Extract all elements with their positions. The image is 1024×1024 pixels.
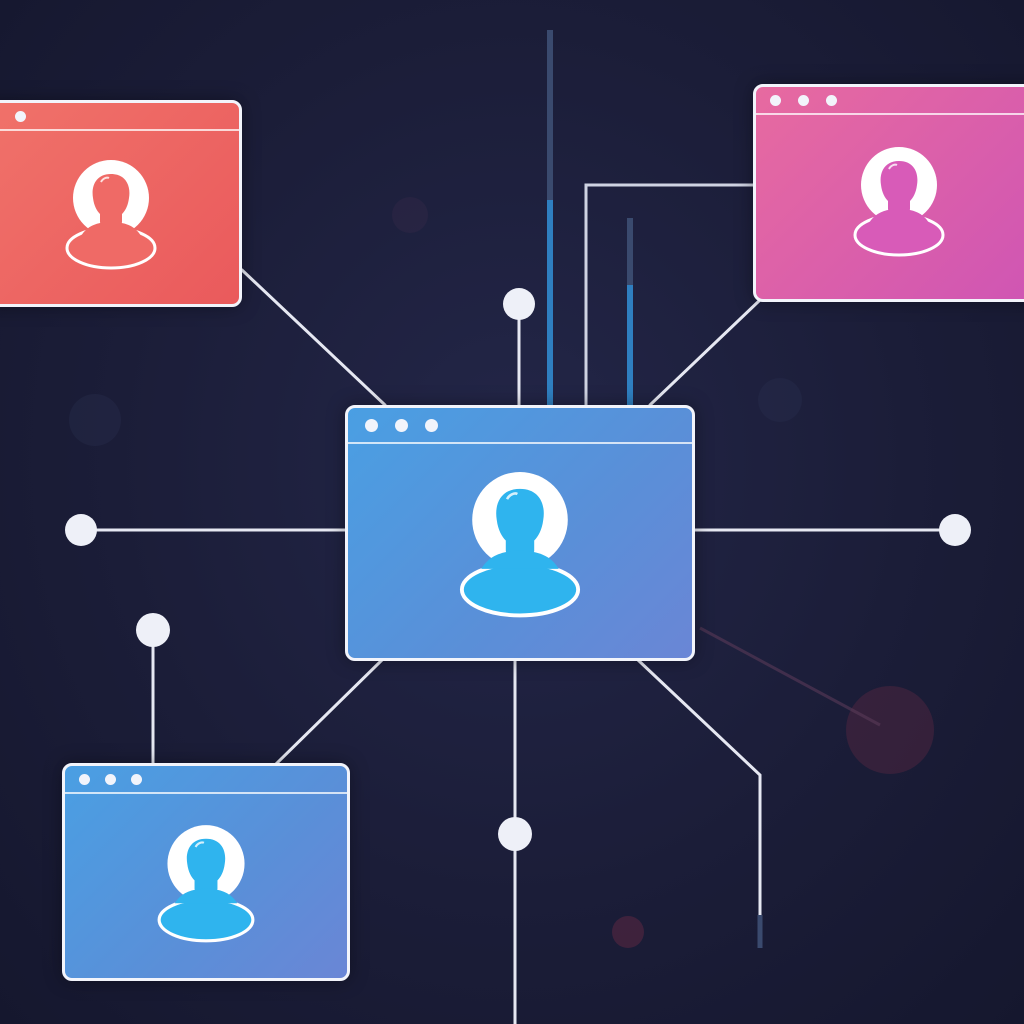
- bokeh-light: [392, 197, 428, 233]
- user-icon: [853, 147, 945, 257]
- bokeh-light: [612, 916, 644, 948]
- bokeh-light: [69, 394, 121, 446]
- window-control-dot: [826, 95, 837, 106]
- window-control-dot: [770, 95, 781, 106]
- bokeh-light: [846, 686, 934, 774]
- window-titlebar: [65, 766, 347, 794]
- center-window: [345, 405, 695, 661]
- top-right-window: [753, 84, 1024, 302]
- window-control-dot: [15, 111, 26, 122]
- window-control-dot: [365, 419, 378, 432]
- network-node: [136, 613, 170, 647]
- bottom-left-window: [62, 763, 350, 981]
- connector-line: [584, 183, 757, 407]
- window-titlebar: [756, 87, 1024, 115]
- network-node: [939, 514, 971, 546]
- window-control-dot: [79, 774, 90, 785]
- user-icon: [65, 160, 157, 270]
- top-left-window: [0, 100, 242, 307]
- window-titlebar: [0, 103, 239, 131]
- user-icon: [459, 472, 581, 618]
- user-icon: [157, 825, 255, 943]
- network-node: [498, 817, 532, 851]
- window-control-dot: [425, 419, 438, 432]
- connector-line: [273, 658, 384, 767]
- connector-line: [636, 658, 762, 917]
- window-control-dot: [395, 419, 408, 432]
- window-control-dot: [131, 774, 142, 785]
- window-control-dot: [798, 95, 809, 106]
- network-node: [65, 514, 97, 546]
- connector-line: [240, 268, 387, 407]
- network-node: [503, 288, 535, 320]
- window-control-dot: [105, 774, 116, 785]
- bokeh-light: [758, 378, 802, 422]
- window-titlebar: [348, 408, 692, 444]
- connector-line: [648, 298, 762, 407]
- faint-connector: [699, 626, 881, 727]
